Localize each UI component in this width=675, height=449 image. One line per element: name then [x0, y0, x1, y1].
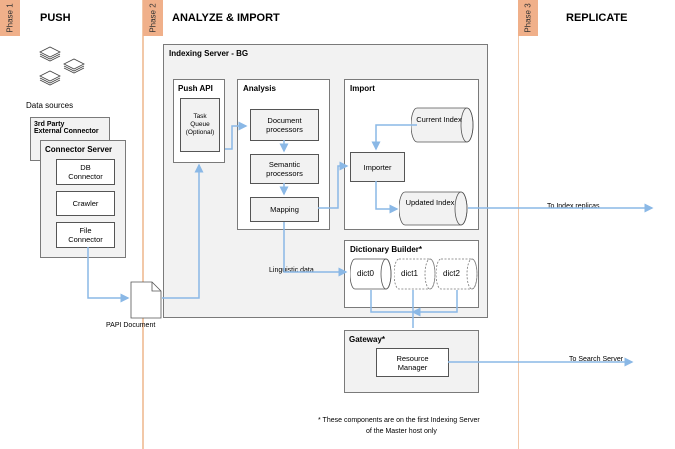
- phase-1-column: [0, 0, 143, 449]
- phase-3-column: [518, 0, 675, 449]
- task-queue-box: Task Queue (Optional): [180, 98, 220, 152]
- phase-1-title: PUSH: [40, 12, 71, 24]
- data-sources-label: Data sources: [26, 101, 74, 110]
- analysis-box: Analysis Document processors Semantic pr…: [237, 79, 330, 230]
- dictionary-builder-title: Dictionary Builder*: [350, 245, 423, 254]
- resource-manager-box: Resource Manager: [376, 348, 449, 377]
- phase-2-title: ANALYZE & IMPORT: [172, 12, 280, 24]
- gateway-box: Gateway* Resource Manager: [344, 330, 479, 393]
- import-title: Import: [350, 84, 375, 93]
- db-connector-box: DB Connector: [56, 159, 115, 185]
- linguistic-data-label: Linguistic data: [269, 267, 314, 274]
- dict0-cylinder: [350, 258, 392, 290]
- arrow-mapping-to-dict0: [283, 222, 348, 277]
- crawler-box: Crawler: [56, 191, 115, 216]
- to-index-replicas-label: To Index replicas: [547, 203, 600, 210]
- arrow-papi-to-push-api: [162, 163, 204, 299]
- phase-3-tab: Phase 3: [518, 0, 538, 36]
- data-sources-icon: [39, 46, 85, 86]
- arrow-importer-to-updated-index: [375, 181, 399, 214]
- dict2-cylinder: [436, 258, 478, 290]
- connector-server-box: Connector Server DB Connector Crawler Fi…: [40, 140, 126, 258]
- footnote-line2: of the Master host only: [366, 428, 437, 435]
- dict2-label: dict2: [443, 269, 460, 278]
- updated-index-cylinder: [399, 191, 468, 226]
- push-api-title: Push API: [178, 84, 213, 93]
- dict1-cylinder: [394, 258, 436, 290]
- arrow-dicts-to-gateway: [370, 290, 458, 328]
- arrow-current-index-to-importer: [371, 124, 417, 151]
- phase-1-tab: Phase 1: [0, 0, 20, 36]
- file-connector-box: File Connector: [56, 222, 115, 248]
- semantic-processors-box: Semantic processors: [250, 154, 319, 184]
- analysis-title: Analysis: [243, 84, 276, 93]
- arrow-file-connector-to-papi: [87, 247, 130, 303]
- dict1-label: dict1: [401, 269, 418, 278]
- third-party-line1: 3rd Party: [34, 121, 65, 128]
- updated-index-label: Updated Index: [405, 198, 455, 207]
- connector-server-title: Connector Server: [45, 145, 113, 154]
- phase-3-title: REPLICATE: [566, 12, 628, 24]
- importer-box: Importer: [350, 152, 405, 182]
- arrow-mapping-to-importer: [318, 161, 349, 209]
- third-party-label: 3rd Party External Connector: [34, 121, 99, 135]
- to-search-server-label: To Search Server: [569, 356, 624, 363]
- footnote-line1: * These components are on the first Inde…: [318, 417, 480, 424]
- phase-2-tab: Phase 2: [143, 0, 163, 36]
- indexing-server-title: Indexing Server - BG: [169, 49, 249, 58]
- papi-document-label: PAPI Document: [106, 322, 156, 329]
- current-index-label: Current Index: [416, 115, 462, 124]
- push-api-box: Push API Task Queue (Optional): [173, 79, 225, 163]
- third-party-line2: External Connector: [34, 128, 99, 135]
- mapping-box: Mapping: [250, 197, 319, 222]
- papi-document-icon: [130, 281, 162, 319]
- dict0-label: dict0: [357, 269, 374, 278]
- arrow-task-queue-to-document-processors: [225, 121, 248, 150]
- current-index-cylinder: [411, 107, 474, 143]
- gateway-title: Gateway*: [349, 335, 386, 344]
